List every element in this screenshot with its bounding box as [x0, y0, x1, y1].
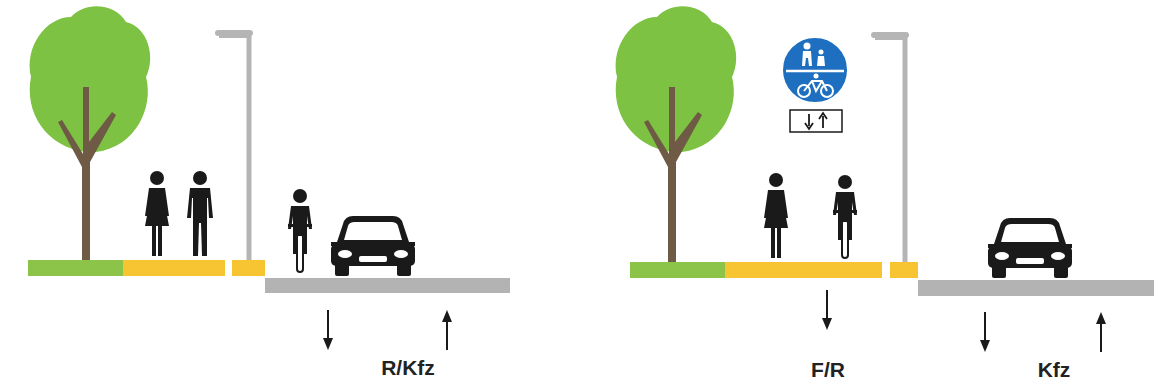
supplementary-sign	[790, 110, 842, 132]
lane-label: Kfz	[1038, 358, 1071, 382]
lane-label: R/Kfz	[381, 356, 435, 380]
lane-label: F/R	[811, 358, 845, 382]
left-cross-section	[28, 6, 510, 350]
right-cross-section	[616, 6, 1154, 352]
shared-path-sign	[782, 37, 848, 103]
